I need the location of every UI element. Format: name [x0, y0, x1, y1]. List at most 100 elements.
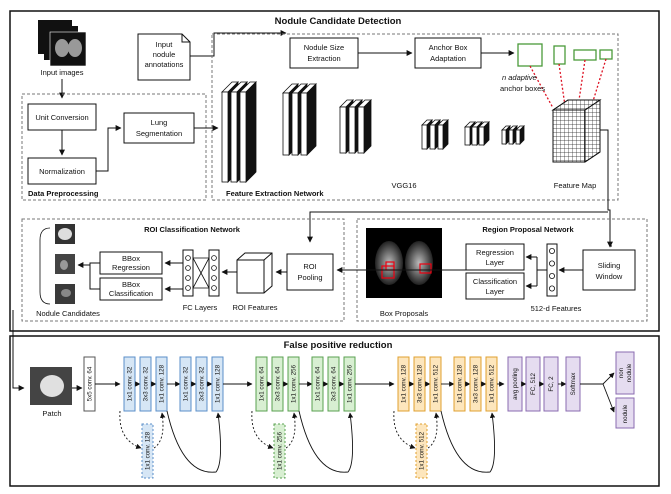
nodule-output — [615, 397, 635, 429]
conv-layer-label: 1x1 conv. 128 — [159, 364, 166, 403]
conv-layer-label: 1x1 conv. 256 — [347, 364, 354, 403]
input-images: Input images — [38, 20, 87, 77]
conv-layer-label: 3x3 conv. 64 — [331, 366, 338, 401]
bbox-cls-line-1: BBox — [122, 280, 140, 289]
conv-layer-label: 1x1 conv. 128 — [145, 431, 152, 470]
vgg16-blocks — [221, 81, 525, 183]
adaptive-note-1: n adaptive — [502, 73, 537, 82]
conv-layer-label: 1x1 conv. 32 — [183, 366, 190, 401]
box-proposals-label: Box Proposals — [380, 309, 429, 318]
conv-layer-label: 1x1 conv. 128 — [215, 364, 222, 403]
classification-line-1: Classification — [473, 277, 517, 286]
regression-line-1: Regression — [476, 248, 514, 257]
sliding-line-1: Sliding — [598, 261, 621, 270]
lung-seg-line-2: Segmentation — [136, 129, 182, 138]
output-label: nodule — [626, 363, 633, 382]
feature-map-label: Feature Map — [554, 181, 597, 190]
fc-node — [211, 285, 217, 291]
anchor-box-adaptation: Anchor Box Adaptation — [414, 37, 482, 69]
conv-layer: 3x3 conv. 128 — [469, 356, 482, 412]
conv-layer: 1x1 conv. 256 — [343, 356, 356, 412]
annotations-line-3: annotations — [145, 60, 184, 69]
conv-layer: 1x1 conv. 256 — [287, 356, 300, 412]
vgg-layer — [515, 125, 525, 145]
lung-seg-line-1: Lung — [151, 118, 168, 127]
anchor-boxes — [517, 43, 613, 67]
conv-layer: 1x1 conv. 512 — [429, 356, 442, 412]
conv-layer: 1x1 conv. 512 — [485, 356, 498, 412]
conv-layer-label: 1x1 conv. 64 — [259, 366, 266, 401]
vgg-layer — [357, 99, 372, 154]
fc-node — [211, 255, 217, 261]
conv-layer: 3x3 conv. 64 — [271, 356, 284, 412]
false-positive-reduction-panel: False positive reduction — [9, 335, 660, 487]
conv-layer-label: 3x3 conv. 128 — [473, 364, 480, 403]
conv-layer: 1x1 conv. 128 — [141, 423, 154, 479]
conv-layer: 5x5 conv. 64 — [83, 356, 96, 412]
rpn-feature-vector — [549, 247, 556, 292]
fc-node — [185, 255, 191, 261]
conv-layer-label: 3x3 conv. 64 — [275, 366, 282, 401]
input-images-label: Input images — [41, 68, 84, 77]
patch-label: Patch — [42, 409, 61, 418]
conv-layer: 3x3 conv. 64 — [327, 356, 340, 412]
anchor-box-line-1: Anchor Box — [429, 43, 468, 52]
region-proposal-network: Region Proposal Network Sliding Window 5… — [356, 218, 648, 322]
panel-title: Nodule Candidate Detection — [275, 16, 402, 27]
nodule-size-line-2: Extraction — [307, 54, 340, 63]
fen-label: Feature Extraction Network — [226, 189, 324, 198]
fc-node — [185, 265, 191, 271]
vgg-layer — [437, 119, 449, 150]
features-label: 512-d Features — [531, 304, 582, 313]
conv-layer-label: 1x1 conv. 128 — [401, 364, 408, 403]
nodule-size-box: Nodule Size Extraction — [289, 37, 359, 69]
feature-map: Feature Map — [551, 99, 602, 190]
nodule-size-line-1: Nodule Size — [304, 43, 344, 52]
conv-layer: 1x1 conv. 128 — [453, 356, 466, 412]
rpn-node — [549, 285, 556, 292]
anchor-box-line-2: Adaptation — [430, 54, 466, 63]
normalization-label: Normalization — [39, 167, 85, 176]
conv-layer-label: Softmax — [570, 372, 577, 396]
conv-layer: 1x1 conv. 128 — [397, 356, 410, 412]
vgg-layer — [478, 121, 490, 146]
rpn-node — [549, 272, 556, 279]
conv-layer: 1x1 conv. 32 — [179, 356, 192, 412]
rpn-label: Region Proposal Network — [482, 225, 574, 234]
non-nodule-output — [615, 351, 635, 395]
roi-features-label: ROI Features — [232, 303, 277, 312]
unit-conversion-label: Unit Conversion — [35, 113, 88, 122]
conv-layer-label: FC, 2 — [548, 376, 555, 392]
fc-layers-label: FC Layers — [183, 303, 218, 312]
conv-layer-label: 1x1 conv. 256 — [277, 431, 284, 470]
vgg-layer — [239, 81, 257, 183]
conv-layer: Softmax — [565, 356, 581, 412]
vgg-layer — [300, 83, 317, 156]
conv-layer: 1x1 conv. 64 — [255, 356, 268, 412]
annotations-line-2: nodule — [153, 50, 176, 59]
data-preprocessing-group: Unit Conversion Normalization Lung Segme… — [21, 93, 207, 201]
conv-layer-label: 3x3 conv. 128 — [417, 364, 424, 403]
roi-pooling-line-1: ROI — [303, 262, 316, 271]
conv-layer: 1x1 conv. 64 — [311, 356, 324, 412]
conv-layer-label: avg pooling — [512, 368, 519, 400]
conv-layer-label: 1x1 conv. 512 — [489, 364, 496, 403]
output-label: non — [618, 367, 625, 378]
conv-layer-label: 3x3 conv. 32 — [143, 366, 150, 401]
conv-layer-label: 3x3 conv. 32 — [199, 366, 206, 401]
conv-layer: FC, 2 — [543, 356, 559, 412]
conv-layer: 1x1 conv. 128 — [211, 356, 224, 412]
fc-node — [211, 265, 217, 271]
conv-layer: 1x1 conv. 256 — [273, 423, 286, 479]
conv-layer: 1x1 conv. 512 — [415, 423, 428, 479]
fc-node — [185, 285, 191, 291]
fpr-layers: 5x5 conv. 64 1x1 conv. 32 3x3 conv. 32 1x1 … — [83, 351, 635, 479]
annotations-line-1: Input — [156, 40, 174, 49]
regression-line-2: Layer — [486, 258, 505, 267]
conv-layer-label: 1x1 conv. 512 — [419, 431, 426, 470]
conv-layer-label: 1x1 conv. 64 — [315, 366, 322, 401]
conv-layer: 1x1 conv. 128 — [155, 356, 168, 412]
bbox-reg-line-1: BBox — [122, 254, 140, 263]
nodule-candidate-detection-panel: Nodule Candidate Detection — [9, 10, 660, 332]
conv-layer: 1x1 conv. 32 — [123, 356, 136, 412]
